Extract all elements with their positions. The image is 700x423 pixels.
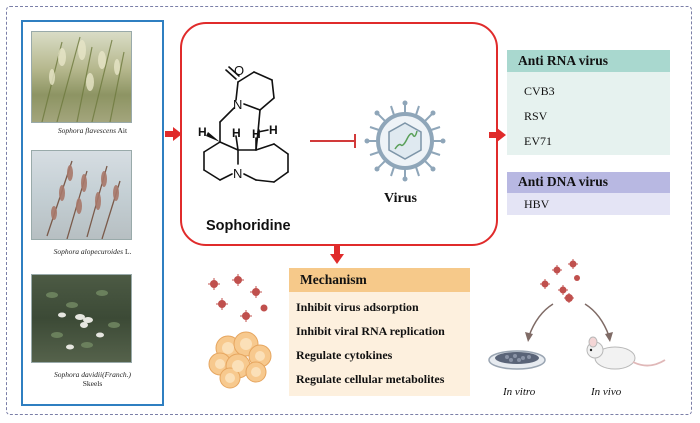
atom-hydrogen-2: H [232, 126, 241, 140]
virus-label: Virus [384, 191, 417, 206]
infected-cells-icon [208, 274, 272, 389]
atom-hydrogen-4: H [198, 125, 207, 139]
sophoridine-structure: O N N H H H H [198, 63, 289, 183]
atom-nitrogen-amine: N [233, 166, 242, 181]
experimental-models-icon [488, 259, 666, 370]
mechanism-item: Regulate cytokines [296, 348, 393, 362]
virus-icon [364, 100, 446, 182]
arrow-plants-to-compound [165, 127, 182, 141]
rna-group-title: Anti RNA virus [518, 53, 609, 68]
mechanism-item: Inhibit viral RNA replication [296, 324, 445, 338]
in-vivo-label: In vivo [591, 386, 622, 398]
inhibition-symbol [310, 134, 356, 148]
rna-header-bg [507, 50, 670, 72]
outer-dashed-frame [6, 6, 692, 415]
mechanism-item: Regulate cellular metabolites [296, 372, 445, 386]
mechanism-body-bg [289, 292, 470, 396]
rna-virus-item: CVB3 [524, 84, 555, 98]
arrow-to-mechanism [330, 245, 344, 264]
in-vitro-label: In vitro [503, 386, 536, 398]
mechanism-title: Mechanism [300, 272, 367, 287]
atom-hydrogen-1: H [269, 123, 278, 137]
sophora-flavescens-photo [31, 31, 132, 123]
dna-virus-item: HBV [524, 197, 550, 211]
rna-virus-item: EV71 [524, 134, 552, 148]
sophora-davidii-photo [31, 274, 132, 363]
sophora-alopecuroides-photo [31, 150, 132, 240]
atom-oxygen: O [234, 63, 244, 78]
caption-sophora-davidii: Sophora davidii(Franch.)Skeels [53, 370, 132, 388]
rna-virus-item: RSV [524, 109, 548, 123]
atom-nitrogen-amide: N [233, 97, 242, 112]
caption-sophora-flavescens: Sophora flavescens Ait [57, 126, 128, 135]
mechanism-item: Inhibit virus adsorption [296, 300, 419, 314]
rna-body-bg [507, 72, 670, 155]
caption-sophora-alopecuroides: Sophora alopecuroides L. [53, 247, 132, 256]
dna-body-bg [507, 193, 670, 215]
compound-name: Sophoridine [206, 218, 291, 234]
arrow-to-antiviral [489, 128, 506, 142]
atom-hydrogen-3: H [252, 127, 261, 141]
dna-group-title: Anti DNA virus [518, 174, 609, 189]
dna-header-bg [507, 172, 670, 193]
mechanism-header-bg [289, 268, 470, 292]
